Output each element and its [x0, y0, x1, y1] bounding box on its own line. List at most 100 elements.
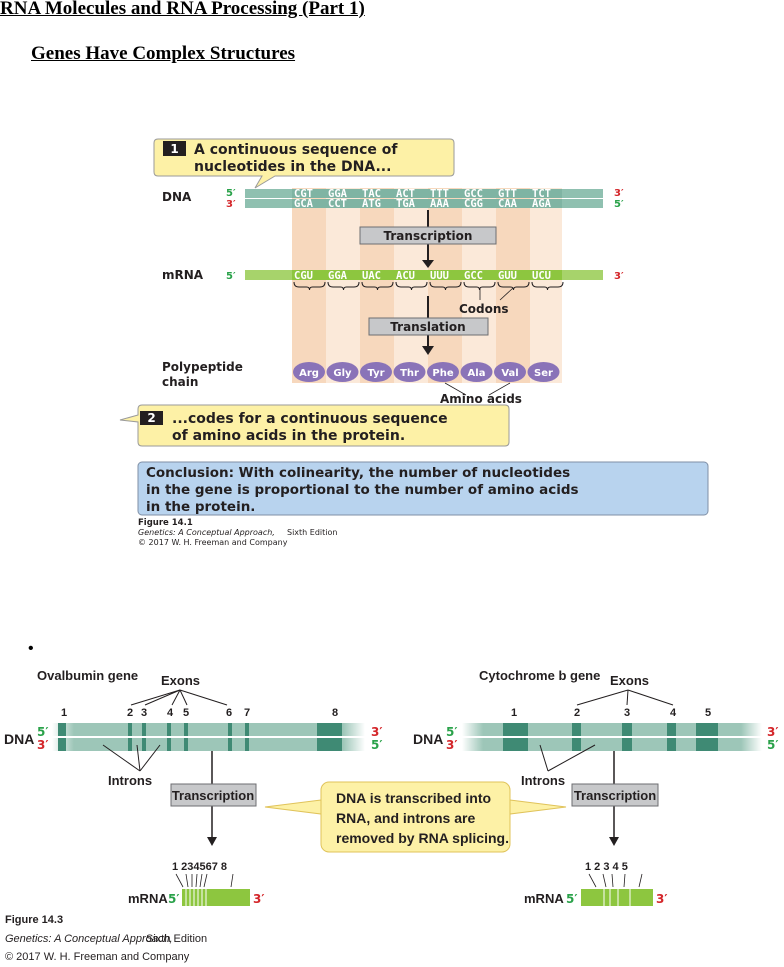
- amino-acid-bead: [360, 362, 392, 382]
- codons-label: Codons: [459, 302, 509, 316]
- ovalbumin-exons-label: Exons: [161, 673, 200, 688]
- cytochrome-mrna-5prime: 5′: [566, 892, 578, 906]
- amino-acid-label: Ala: [468, 368, 486, 379]
- dna-bottom-codon: TGA: [396, 198, 416, 210]
- cytochrome-title: Cytochrome b gene: [479, 668, 600, 683]
- ovalbumin-exon-number: 4: [167, 707, 174, 719]
- conclusion-line3: in the protein.: [146, 499, 255, 515]
- mrna-codon: UCU: [532, 270, 551, 282]
- dna-top-codon: GGA: [328, 188, 348, 200]
- step1-number-badge: [163, 141, 186, 156]
- caption-figure-number: Figure 14.1: [138, 518, 193, 528]
- cytochrome-transcription-label: Transcription: [574, 788, 656, 803]
- transcription-label: Transcription: [384, 229, 473, 243]
- cytochrome-mrna-label: mRNA: [524, 891, 564, 906]
- cytochrome-exon: [696, 738, 718, 751]
- ovalbumin-dna-5prime-top: 5′: [37, 725, 49, 739]
- ovalbumin-exon: [142, 723, 146, 736]
- polypeptide-label-line1: Polypeptide: [162, 360, 243, 374]
- caption-edition: Sixth Edition: [287, 528, 337, 537]
- dna-top-codon: TTT: [430, 188, 449, 200]
- ovalbumin-exon: [317, 738, 342, 751]
- amino-acid-label: Thr: [400, 368, 419, 379]
- ovalbumin-exon: [58, 723, 66, 736]
- ovalbumin-introns-label: Introns: [108, 773, 152, 788]
- dna-bottom-codon: ATG: [362, 198, 381, 210]
- cytochrome-exon: [667, 738, 676, 751]
- cytochrome-dna-label: DNA: [413, 731, 443, 747]
- mrna-codon: GUU: [498, 270, 517, 282]
- ovalbumin-dna-label: DNA: [4, 731, 34, 747]
- polypeptide-label-line2: chain: [162, 375, 198, 389]
- mrna-codon: UAC: [362, 270, 381, 282]
- ovalbumin-mrna-5prime: 5′: [168, 892, 180, 906]
- fig3-caption-edition: Sixth Edition: [146, 933, 207, 945]
- step1-callout: 1 A continuous sequence of nucleotides i…: [153, 138, 455, 189]
- step2-number: 2: [147, 411, 155, 425]
- amino-acid-label: Ser: [534, 368, 553, 379]
- codon-brace: [531, 281, 564, 291]
- cytochrome-exon-number: 5: [705, 707, 711, 719]
- document-title: RNA Molecules and RNA Processing (Part 1…: [0, 0, 365, 19]
- dna-bottom-codon: CAA: [498, 198, 518, 210]
- dna-bottom-codon: AGA: [532, 198, 552, 210]
- cytochrome-introns-label: Introns: [521, 773, 565, 788]
- amino-acid-label: Arg: [299, 368, 319, 379]
- step2-line2: of amino acids in the protein.: [172, 428, 405, 444]
- amino-acid-label: Gly: [333, 368, 352, 379]
- dna-top-codon: GCC: [464, 188, 483, 200]
- fig3-caption-copyright: © 2017 W. H. Freeman and Company: [5, 951, 190, 963]
- figure-14-1-caption: Figure 14.1 Genetics: A Conceptual Appro…: [138, 518, 337, 547]
- callout-line2: RNA, and introns are: [336, 810, 475, 826]
- conclusion-line2: in the gene is proportional to the numbe…: [146, 482, 579, 498]
- ovalbumin-title: Ovalbumin gene: [37, 668, 138, 683]
- mrna-codon: GGA: [328, 270, 348, 282]
- dna-label: DNA: [162, 190, 192, 204]
- step1-number: 1: [170, 142, 178, 156]
- translation-label: Translation: [390, 320, 465, 334]
- mrna-codon: ACU: [396, 270, 415, 282]
- cytochrome-dna-3prime-bottom: 3′: [446, 738, 458, 752]
- cytochrome-exons-label: Exons: [610, 673, 649, 688]
- mrna-5prime: 5′: [226, 271, 236, 282]
- codon-column-shading: [292, 188, 562, 383]
- codon-brace: [497, 281, 530, 291]
- dna-bottom-3prime: 3′: [226, 199, 236, 210]
- ovalbumin-dna-5prime-bottom: 5′: [371, 738, 383, 752]
- conclusion-box: Conclusion: With colinearity, the number…: [137, 461, 709, 516]
- amino-acid-label: Phe: [432, 368, 453, 379]
- ovalbumin-exon: [228, 723, 232, 736]
- ovalbumin-exon: [184, 723, 188, 736]
- ovalbumin-exon: [128, 723, 132, 736]
- ovalbumin-exon: [228, 738, 232, 751]
- ovalbumin-exon: [317, 723, 342, 736]
- dna-bottom-codon: AAA: [430, 198, 450, 210]
- mrna-codon: GCC: [464, 270, 483, 282]
- ovalbumin-dna-3prime-bottom: 3′: [37, 738, 49, 752]
- callout-line1: DNA is transcribed into: [336, 790, 491, 806]
- cytochrome-exon: [572, 723, 581, 736]
- cytochrome-exon: [572, 738, 581, 751]
- step1-line2: nucleotides in the DNA...: [194, 159, 391, 175]
- ovalbumin-exon: [184, 738, 188, 751]
- splicing-callout: DNA is transcribed into RNA, and introns…: [264, 781, 567, 853]
- cytochrome-exon: [503, 723, 528, 736]
- ovalbumin-mrna-label: mRNA: [128, 891, 168, 906]
- step2-number-badge: [140, 411, 163, 425]
- figure-14-1: 1 A continuous sequence of nucleotides i…: [119, 138, 709, 547]
- cytochrome-dna-5prime-bottom: 5′: [767, 738, 779, 752]
- dna-bottom-codon: CCT: [328, 198, 347, 210]
- ovalbumin-exon-number: 8: [332, 707, 338, 719]
- dna-bottom-5prime: 5′: [614, 199, 624, 210]
- mrna-codon: CGU: [294, 270, 313, 282]
- ovalbumin-exons: [58, 723, 342, 751]
- codon-brace: [361, 281, 394, 291]
